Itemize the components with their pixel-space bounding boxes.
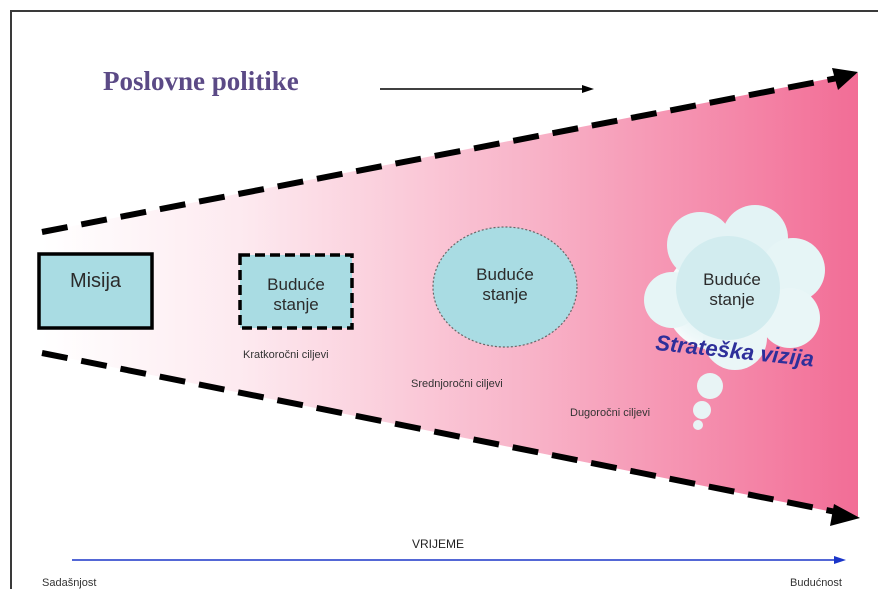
title-arrowhead xyxy=(582,85,594,93)
mid-term-state-line-2: stanje xyxy=(482,284,528,304)
mid-term-state-circle xyxy=(432,226,578,348)
short-term-state-label: Buduće stanje xyxy=(240,275,352,314)
title-business-policies: Poslovne politike xyxy=(103,66,299,96)
thought-bubble-small xyxy=(693,420,703,430)
long-term-state-line-2: stanje xyxy=(709,289,755,309)
short-term-goals-label: Kratkoročni ciljevi xyxy=(243,349,329,361)
mid-term-state-line-1: Buduće xyxy=(476,265,534,284)
thought-bubble-medium xyxy=(693,401,711,419)
short-term-state-line-2: stanje xyxy=(273,294,319,314)
mission-box xyxy=(37,252,154,330)
short-term-state-line-1: Buduće xyxy=(267,275,325,294)
mid-term-state-label: Buduće stanje xyxy=(433,265,577,304)
short-term-state-box xyxy=(238,253,354,330)
future-label: Budućnost xyxy=(790,577,842,589)
mid-term-goals-label: Srednjoročni ciljevi xyxy=(411,378,503,390)
long-term-state-line-1: Buduće xyxy=(703,270,761,289)
lower-arrowhead xyxy=(830,504,860,526)
mission-label: Misija xyxy=(69,270,122,292)
present-label: Sadašnjost xyxy=(42,577,97,589)
long-term-state-label: Buduće stanje xyxy=(672,270,792,309)
thought-bubble-large xyxy=(697,373,723,399)
time-axis-label: VRIJEME xyxy=(412,537,465,551)
lower-dashed-arrow xyxy=(41,350,847,517)
long-term-state-cloud xyxy=(644,205,825,370)
time-axis-arrowhead xyxy=(834,556,846,564)
frame-border xyxy=(10,10,878,589)
upper-dashed-arrow xyxy=(41,73,849,235)
long-term-goals-label: Dugoročni ciljevi xyxy=(570,407,651,419)
upper-arrowhead xyxy=(832,68,858,90)
